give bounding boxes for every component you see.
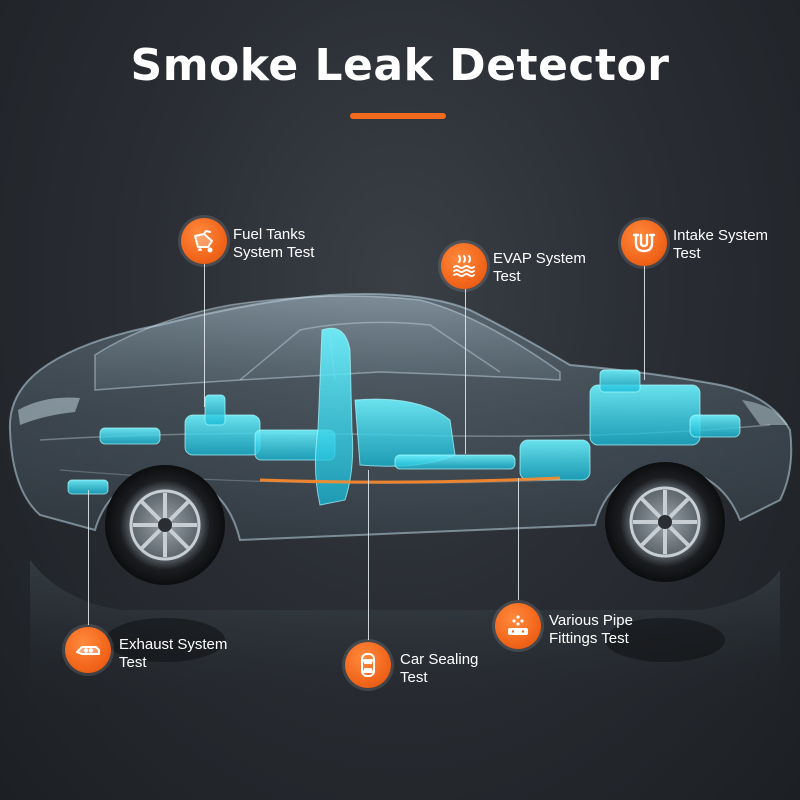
fuel-tanks-leader [204,262,205,407]
exhaust-leader [88,490,89,625]
front-wheel [105,465,225,585]
car-topview-icon [345,642,391,688]
car-sealing-leader [368,470,369,640]
page-title: Smoke Leak Detector [130,40,670,91]
evap-leader [465,286,466,454]
title-underline [350,113,446,119]
intake-pipe-icon [621,220,667,266]
intake-leader [644,264,645,380]
fuel-tank-icon [181,218,227,264]
rear-wheel [605,462,725,582]
exhaust-pipe-icon [65,627,111,673]
pipe-fittings-icon [495,603,541,649]
evap-waves-icon [441,243,487,289]
pipe-fittings-leader [518,478,519,600]
